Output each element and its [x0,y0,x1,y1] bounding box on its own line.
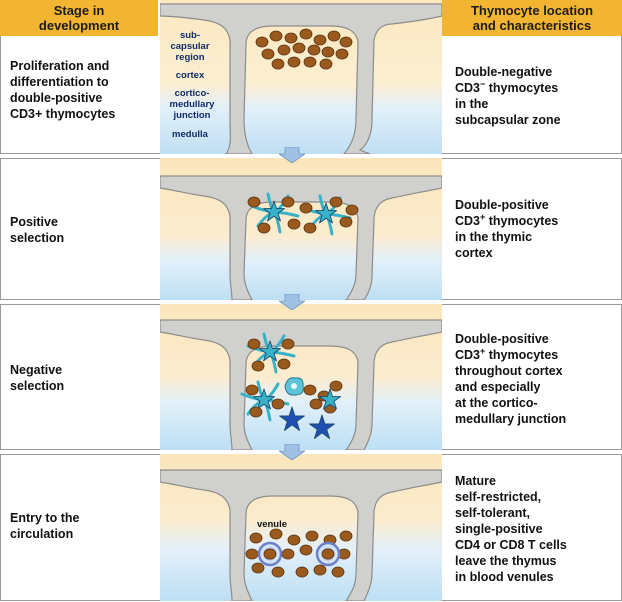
thymocyte [287,56,301,68]
thymocyte [263,548,277,560]
description-text-4: Mature self-restricted, self-tolerant, s… [455,474,567,584]
thymocyte [321,548,335,560]
dendritic-cell [319,388,341,410]
location-header-text: Thymocyte location and characteristics [470,3,594,33]
thymocyte [247,338,261,350]
down-arrow-2 [279,294,305,310]
thymocyte [284,32,298,44]
macrophage [309,414,335,439]
stage-text-4: Entry to the circulation [10,511,80,541]
thymocyte [339,216,353,228]
thymocyte [261,48,275,60]
thymocyte [281,196,295,208]
thymocyte [255,36,269,48]
thymocyte [309,398,323,410]
thymocyte [287,534,301,546]
negative-selection-cell-group [240,332,343,439]
stage-text-1: Proliferation and differentiation to dou… [10,59,116,121]
thymocyte [249,532,263,544]
description-text-3: Double-positive CD3+ thymocytes througho… [455,332,567,426]
thymocyte [321,46,335,58]
thymocyte [295,566,309,578]
thymocyte [247,196,261,208]
down-arrow-1 [279,147,305,163]
thymus-lobule-panel-3 [160,304,442,450]
thymocyte [299,202,313,214]
thymocyte [271,58,285,70]
thymocyte [329,380,343,392]
thymocyte [269,30,283,42]
thymocyte [281,338,295,350]
thymocyte [339,530,353,542]
thymocyte [335,48,349,60]
capsule-septum [160,469,442,601]
thymocyte [313,564,327,576]
thymocyte [329,196,343,208]
thymocyte [251,360,265,372]
thymocyte [277,44,291,56]
thymocyte [245,384,259,396]
dendritic-cell [315,202,337,224]
thymocyte-cluster [255,28,353,70]
dendritic-cell [253,388,275,410]
thymocyte [313,34,327,46]
thymocyte [292,42,306,54]
thymocyte [245,548,259,560]
stage-text-2: Positive selection [10,215,65,245]
thymocyte [271,566,285,578]
region-label-subcapsular: sub- capsular region [170,30,210,63]
venule-cell-group [245,528,353,578]
superscript: + [480,345,486,356]
capsule-septum [160,319,442,450]
thymocyte [251,562,265,574]
superscript: + [35,107,43,121]
thymocyte [305,530,319,542]
thymocyte [307,44,321,56]
dendritic-cell [263,200,285,222]
apoptotic-nucleus [291,383,297,389]
thymocyte [269,528,283,540]
description-text-1: Double-negative CD3− thymocytes in the s… [455,65,561,127]
thymocyte [303,384,317,396]
superscript: + [480,211,486,222]
thymocyte [299,544,313,556]
description-text-2: Double-positive CD3+ thymocytes in the t… [455,198,559,260]
thymocyte [287,218,301,230]
thymus-lobule-panel-4 [160,454,442,601]
stage-text-3: Negative selection [10,363,65,393]
thymocyte [345,204,359,216]
capsule-septum [160,3,442,154]
venule-label: venule [256,519,288,530]
thymocyte [339,36,353,48]
superscript: − [480,78,486,89]
thymocyte [249,406,263,418]
thymocyte [299,28,313,40]
thymocyte [257,222,271,234]
region-label-corticomedullary: cortico- medullary junction [169,88,215,121]
thymocyte [271,398,285,410]
location-column-header: Thymocyte location and characteristics [442,0,622,36]
thymocyte [281,548,295,560]
thymus-lobule-panel-1 [160,0,442,154]
thymocyte [331,566,345,578]
down-arrow-3 [279,444,305,460]
stage-column-header: Stage in development [0,0,158,36]
thymocyte [277,358,291,370]
region-label-medulla: medulla [172,129,208,140]
selection-cell-group [247,192,359,236]
macrophage [279,406,305,431]
region-label-cortex: cortex [175,70,205,81]
thymocyte [303,56,317,68]
thymocyte [303,222,317,234]
thymocyte [319,58,333,70]
dendritic-cell [259,340,281,362]
thymocyte [327,30,341,42]
stage-header-text: Stage in development [38,3,120,33]
thymus-lobule-panel-2 [160,158,442,300]
